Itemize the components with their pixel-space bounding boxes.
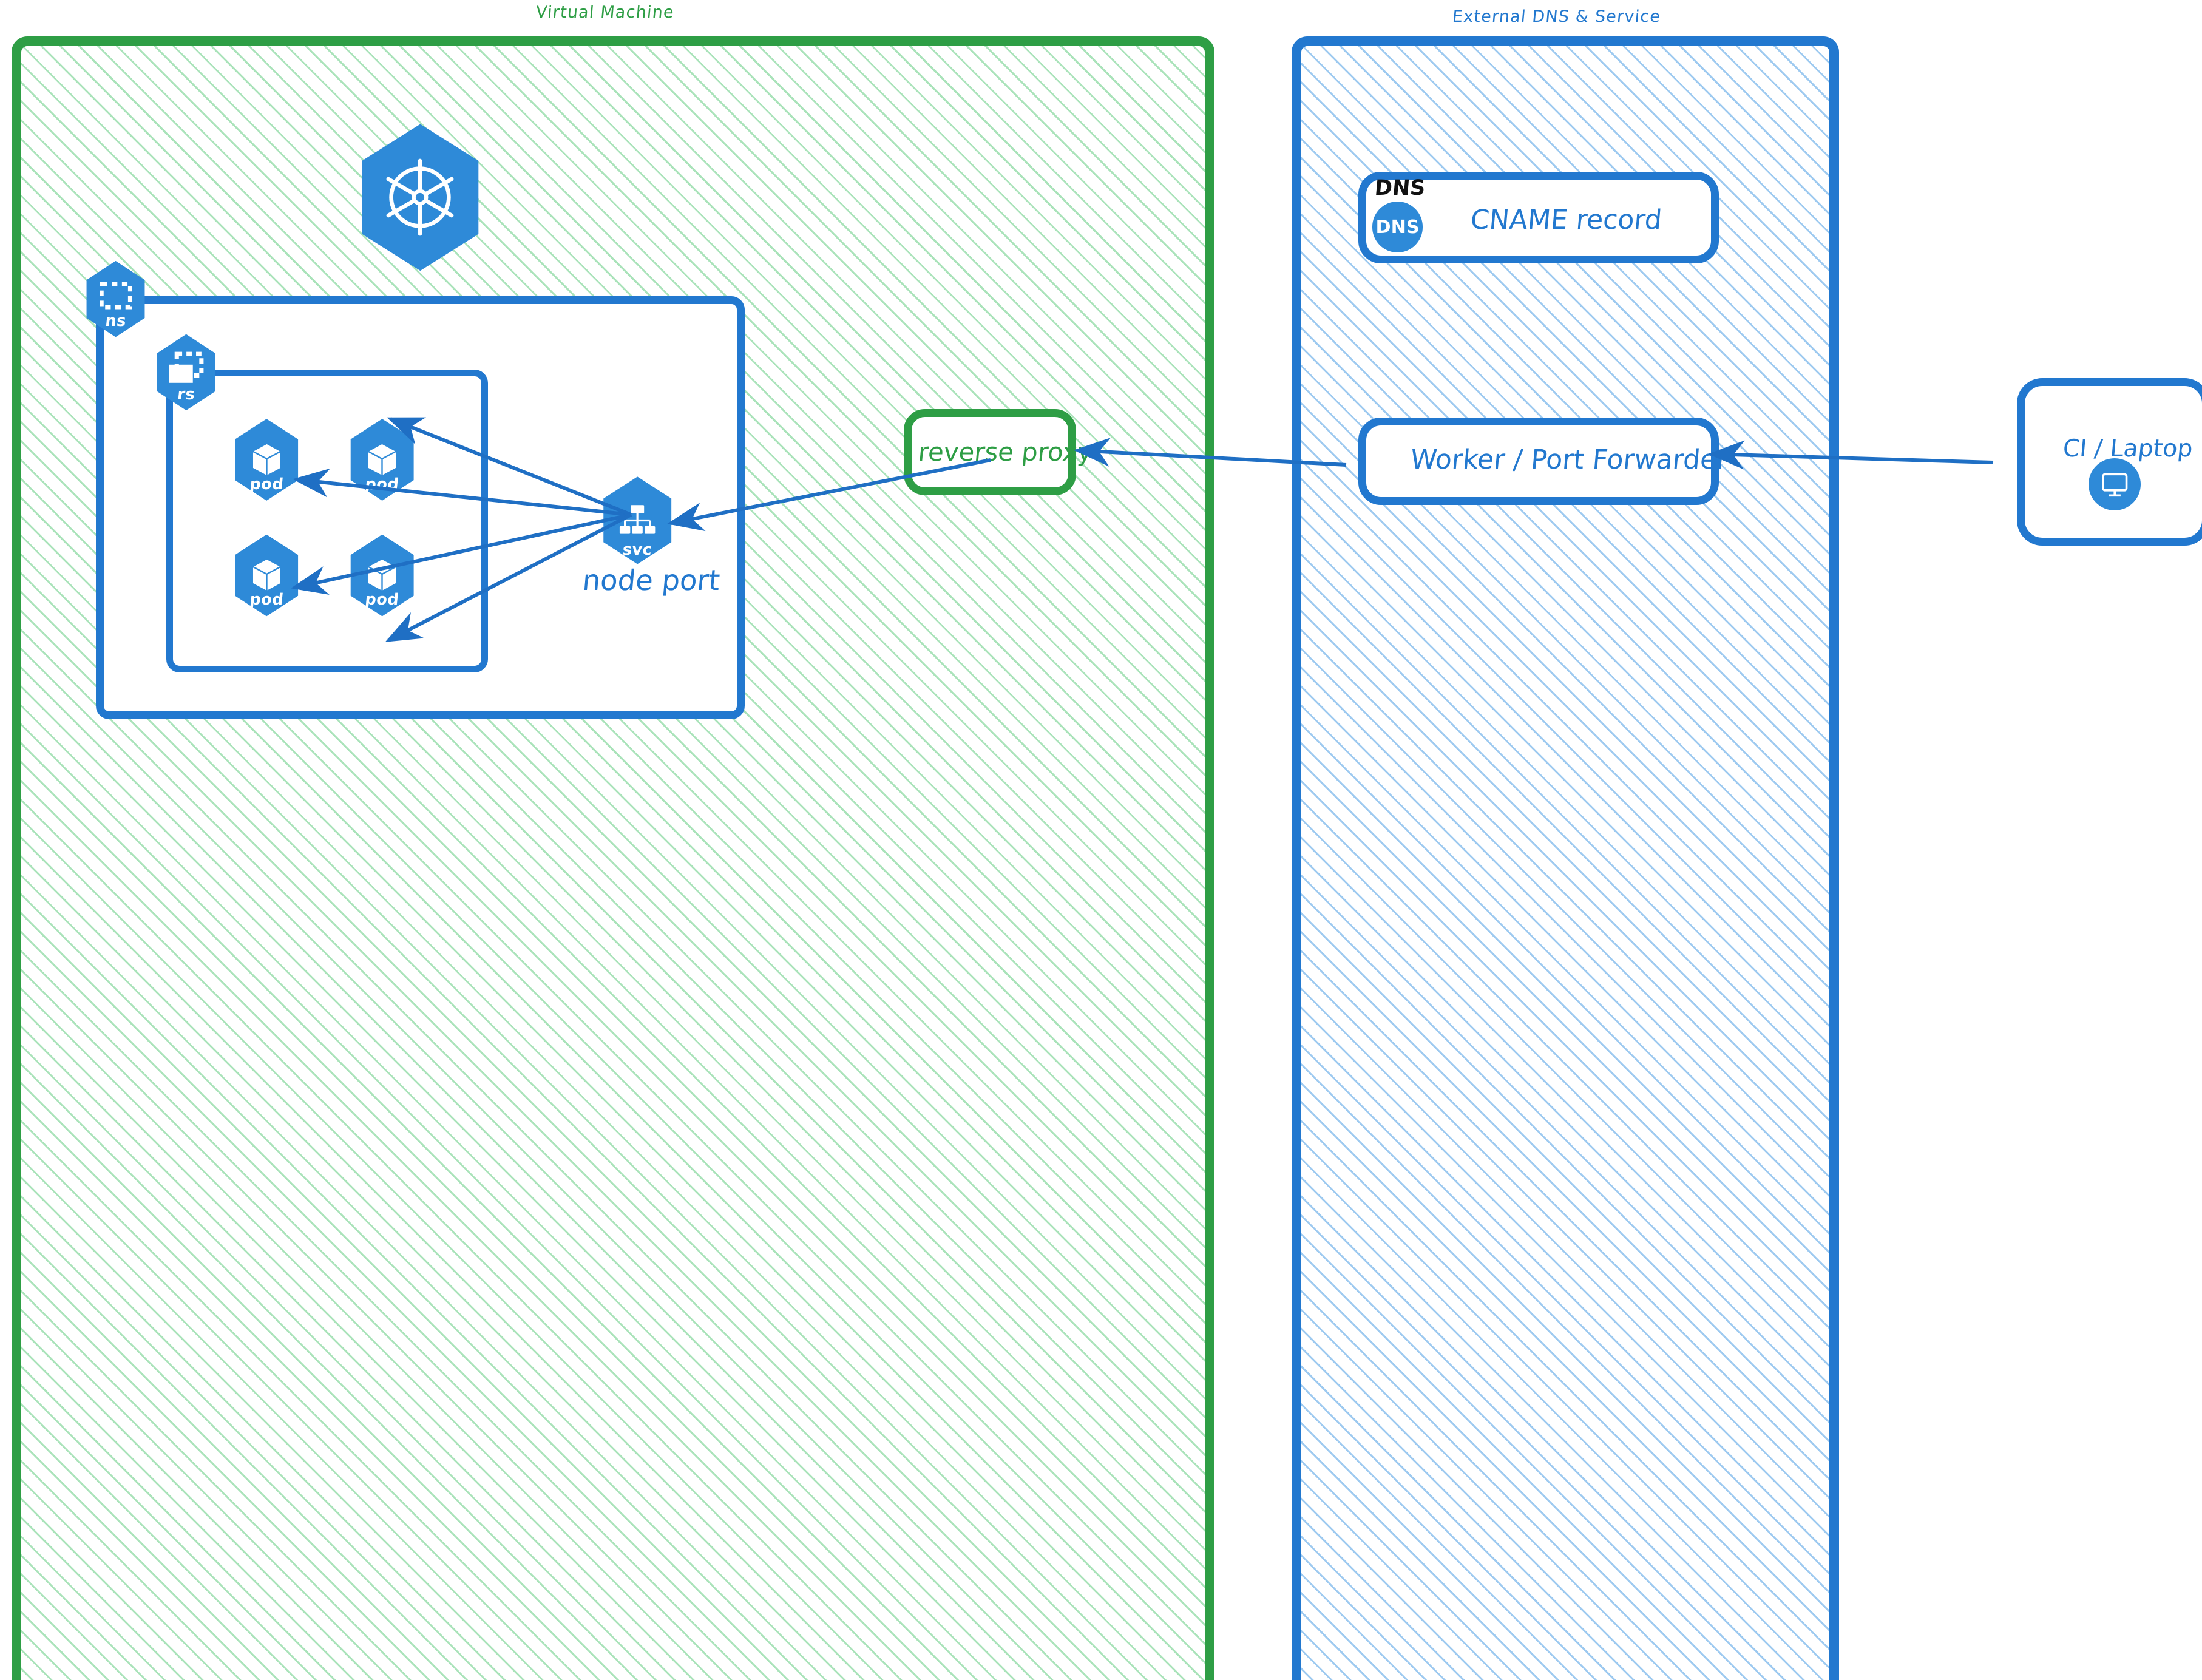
ci-laptop-label: CI / Laptop <box>2062 434 2194 462</box>
panel-title-external-dns-service: External DNS & Service <box>1451 7 1662 26</box>
dns-icon: DNS <box>1372 202 1423 252</box>
worker-port-forwarder-label: Worker / Port Forwarder <box>1409 444 1729 475</box>
desktop-monitor-icon <box>2089 458 2141 511</box>
diagram-canvas: Virtual Machine External DNS & Service n <box>11 2 2202 1680</box>
reverse-proxy-label: reverse proxy <box>916 437 1094 467</box>
group-external-dns-service[interactable] <box>1292 36 1839 1680</box>
dns-badge-text: DNS <box>1375 216 1420 238</box>
cname-record-label: CNAME record <box>1469 204 1664 235</box>
node-port-label: node port <box>581 564 721 597</box>
group-virtual-machine[interactable] <box>11 36 1214 1680</box>
dns-group-label: DNS <box>1374 176 1427 201</box>
reverse-proxy-box[interactable] <box>904 408 1076 495</box>
panel-title-virtual-machine: Virtual Machine <box>535 2 676 22</box>
replicaset-container[interactable] <box>166 369 488 673</box>
worker-port-forwarder-box[interactable] <box>1358 417 1719 505</box>
